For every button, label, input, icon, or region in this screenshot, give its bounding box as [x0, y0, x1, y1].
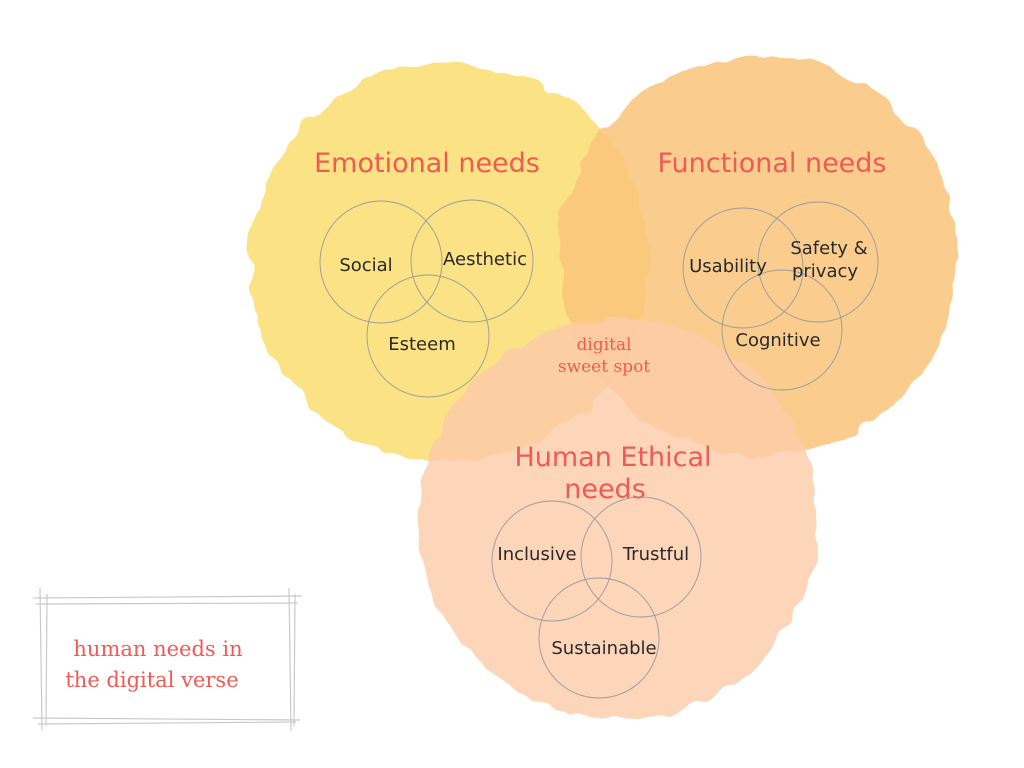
emotional-needs-title: Emotional needs: [314, 148, 540, 179]
functional-needs-title: Functional needs: [657, 148, 886, 179]
esteem-ring: [366, 274, 490, 398]
sustainable-label: Sustainable: [551, 638, 656, 659]
social-ring: [319, 200, 443, 324]
sustainable-ring: [538, 577, 660, 699]
esteem-label: Esteem: [388, 334, 456, 355]
note-text-line1: human needs in: [73, 637, 242, 661]
inclusive-ring: [491, 500, 613, 622]
inclusive-label: Inclusive: [497, 544, 576, 565]
note-text-line2: the digital verse: [65, 668, 238, 692]
sweet-spot-label-line2: sweet spot: [558, 357, 650, 377]
emotional-subcircles: [319, 199, 534, 398]
aesthetic-ring: [410, 199, 534, 323]
sweet-spot-label-line1: digital: [576, 335, 631, 355]
ethical-subcircles: [491, 496, 702, 699]
cognitive-ring: [721, 269, 843, 391]
usability-label: Usability: [689, 256, 767, 277]
trustful-label: Trustful: [622, 544, 689, 565]
functional-subcircles: [682, 201, 879, 391]
ethical-needs-title: Human Ethical: [514, 442, 711, 473]
cognitive-label: Cognitive: [735, 330, 820, 351]
aesthetic-label: Aesthetic: [443, 249, 527, 270]
social-label: Social: [339, 255, 392, 276]
note-box: [32, 587, 303, 732]
privacy-label: privacy: [792, 261, 858, 282]
ethical-needs-title-line2: needs: [564, 474, 646, 505]
safety-label: Safety &: [790, 238, 867, 259]
trustful-ring: [580, 496, 702, 618]
safety-privacy-ring: [757, 201, 879, 323]
usability-ring: [682, 207, 804, 329]
ethical-circle: [418, 320, 818, 720]
